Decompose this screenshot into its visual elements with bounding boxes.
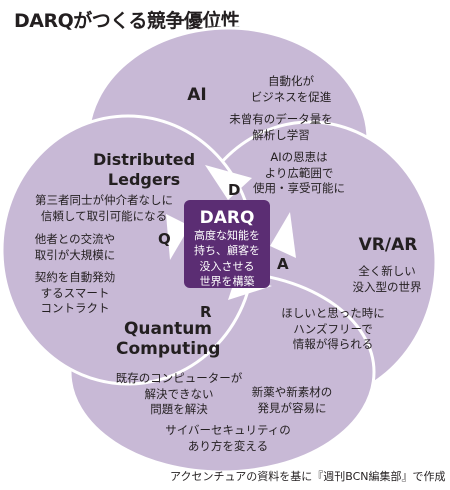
center-body: 高度な知能を 持ち、顧客を 没入させる 世界を構築 xyxy=(194,229,260,289)
dl-item-2: 他者との交流や 取引が大規模に xyxy=(34,232,116,262)
vr-item-1: 全く新しい 没入型の世界 xyxy=(352,264,422,294)
qc-item-2: 新薬や新素材の 発見が容易に xyxy=(251,385,333,415)
dl-item-3: 契約を自動発効 するスマート コントラクト xyxy=(34,270,116,316)
dl-item-1: 第三者同士が仲介者なしに 信頼して取引可能になる xyxy=(35,193,173,223)
ai-heading: AI xyxy=(187,85,207,105)
page-title: DARQがつくる競争優位性 xyxy=(14,10,240,32)
qc-heading: Quantum Computing xyxy=(116,319,221,360)
dl-heading: Distributed Ledgers xyxy=(92,150,196,189)
source-note: アクセンチュアの資料を基に『週刊BCN編集部』で作成 xyxy=(170,470,446,483)
letter-a: A xyxy=(277,255,289,273)
ai-item-1: 自動化が ビジネスを促進 xyxy=(250,74,332,104)
letter-d: D xyxy=(228,181,241,199)
qc-item-3: サイバーセキュリティの あり方を変える xyxy=(165,423,291,453)
letter-r: R xyxy=(200,303,212,321)
center-title: DARQ xyxy=(199,208,255,228)
vr-heading: VR/AR xyxy=(358,235,418,255)
ai-item-3: AIの恩恵は より広範囲で 使用・享受可能に xyxy=(253,150,345,196)
qc-item-1: 既存のコンピューターが 解決できない 問題を解決 xyxy=(115,371,243,417)
vr-item-2: ほしいと思った時に ハンズフリーで 情報が得られる xyxy=(281,306,385,352)
ai-item-2: 未曾有のデータ量を 解析し学習 xyxy=(229,112,333,142)
arrow-a xyxy=(270,212,296,258)
letter-q: Q xyxy=(158,230,171,248)
arrow-d xyxy=(205,165,252,200)
center-box xyxy=(184,200,270,288)
petals xyxy=(0,26,438,474)
